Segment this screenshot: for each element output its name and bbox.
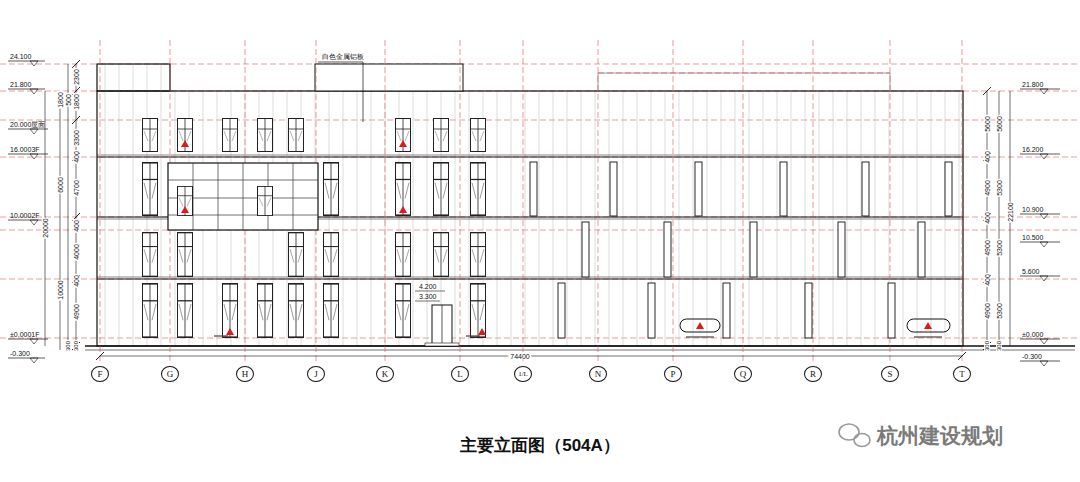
dimension-text: 400 xyxy=(984,150,991,164)
dimension-text: 300 xyxy=(73,340,79,352)
axis-label: N xyxy=(595,370,602,379)
level-text: 16.0003F xyxy=(10,146,40,153)
level-text: 10.0002F xyxy=(10,212,40,219)
dimension-text: 4900 xyxy=(984,239,991,257)
level-text: 10.500 xyxy=(1022,234,1043,241)
material-note: 白色金属铝板 xyxy=(322,53,364,60)
dimension-text: 400 xyxy=(73,274,80,288)
level-text: 21.800 xyxy=(1022,81,1043,88)
axis-label: S xyxy=(887,370,892,379)
dimension-text: 5300 xyxy=(996,239,1003,257)
axis-label: Q xyxy=(740,370,747,379)
dimension-text: 4900 xyxy=(984,179,991,197)
axis-bubble: N xyxy=(589,366,607,382)
dimension-text: 5300 xyxy=(996,179,1003,197)
level-text: 16.200 xyxy=(1022,146,1043,153)
axis-bubble: L xyxy=(451,366,469,382)
dimension-text: 22100 xyxy=(1007,201,1014,222)
axis-label: R xyxy=(810,370,816,379)
level-text: ±0.000 xyxy=(1022,331,1043,338)
axis-label: P xyxy=(670,370,675,379)
watermark: 杭州建设规划 xyxy=(877,426,1003,447)
axis-bubble: J xyxy=(307,366,325,382)
dimension-text: 400 xyxy=(73,150,80,164)
dimension-text: 400 xyxy=(73,219,80,233)
axis-label: G xyxy=(167,370,174,379)
axis-bubble: 1/L xyxy=(514,366,532,382)
dimension-text: 1800 xyxy=(57,91,64,109)
dimension-text: 4900 xyxy=(73,303,80,321)
axis-label: T xyxy=(959,370,965,379)
level-text: 20.000屋面 xyxy=(10,121,45,128)
level-text: 21.800 xyxy=(10,81,31,88)
level-text: -0.300 xyxy=(10,350,30,357)
dimension-text: 4900 xyxy=(984,302,991,320)
dimension-text: 6000 xyxy=(57,176,64,194)
dimension-text: 400 xyxy=(984,273,991,287)
dimension-text: 5600 xyxy=(996,115,1003,133)
axis-bubble: F xyxy=(91,366,109,382)
dimension-text: 300 xyxy=(996,340,1002,352)
dimension-text: 1800 xyxy=(73,93,80,111)
dimension-text: 10000 xyxy=(57,279,64,300)
axis-bubble: G xyxy=(161,366,179,382)
level-text: 10.900 xyxy=(1022,206,1043,213)
level-text: 5.600 xyxy=(1022,268,1040,275)
dimension-text: 20000 xyxy=(42,217,49,238)
level-text: ±0.0001F xyxy=(10,331,40,338)
axis-bubble: S xyxy=(881,366,899,382)
axis-bubble: K xyxy=(376,366,394,382)
drawing-title: 主要立面图（504A） xyxy=(460,437,620,454)
axis-bubble: R xyxy=(804,366,822,382)
dimension-text: 5600 xyxy=(984,115,991,133)
dimension-text: 300 xyxy=(984,340,990,352)
dimension-text: 500 xyxy=(65,93,72,107)
axis-label: L xyxy=(457,370,463,379)
level-text: -0.300 xyxy=(1022,353,1042,360)
dimension-text: 4700 xyxy=(73,179,80,197)
axis-bubble: H xyxy=(236,366,254,382)
dimension-text: 300 xyxy=(65,340,71,352)
axis-label: J xyxy=(314,370,318,379)
level-text: 74400 xyxy=(508,353,531,360)
axis-label: H xyxy=(242,370,249,379)
dimension-text: 5300 xyxy=(996,302,1003,320)
axis-bubble: T xyxy=(953,366,971,382)
axis-label: F xyxy=(97,370,102,379)
axis-label: K xyxy=(382,370,389,379)
dimension-text: 3300 xyxy=(73,129,80,147)
axis-bubble: P xyxy=(664,366,682,382)
dimension-text: 400 xyxy=(984,211,991,225)
dimension-text: 4000 xyxy=(73,243,80,261)
axis-bubble: Q xyxy=(734,366,752,382)
level-text: 24.100 xyxy=(10,53,31,60)
level-text: 4.200 xyxy=(419,283,437,290)
dimension-text: 2300 xyxy=(73,68,80,86)
axis-label: 1/L xyxy=(518,371,528,378)
level-text: 3.300 xyxy=(419,293,437,300)
